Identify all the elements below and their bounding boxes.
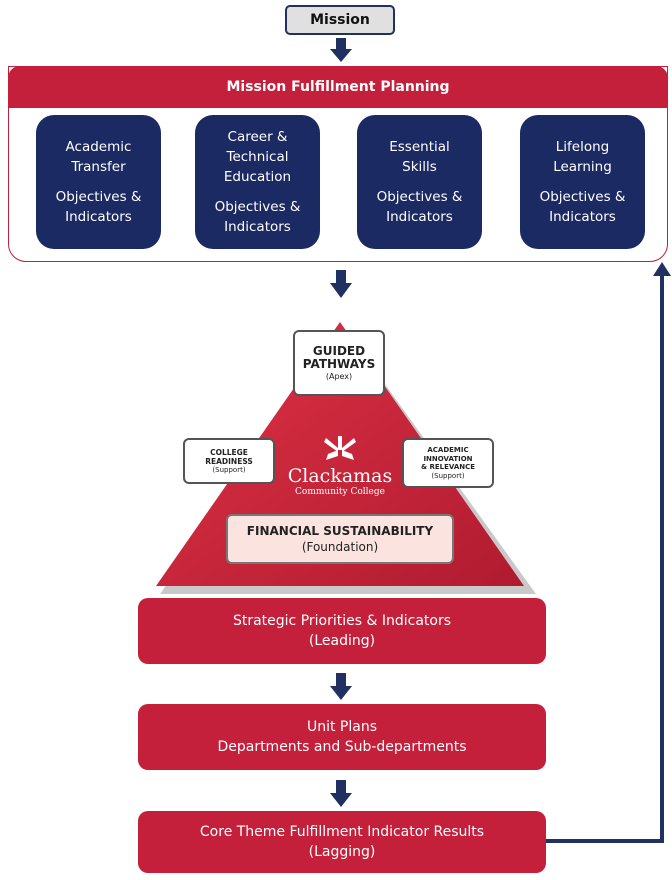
objective-title-line: Education <box>223 169 292 185</box>
college-readiness-sub: (Support) <box>212 465 246 474</box>
financial-sustainability-sub: (Foundation) <box>301 540 379 554</box>
logo-name: Clackamas <box>288 465 393 487</box>
unit-plans-sub: Departments and Sub-departments <box>217 739 467 755</box>
guided-pathways-line1: GUIDED <box>312 343 366 358</box>
mission-fulfillment-header: Mission Fulfillment Planning <box>8 66 668 108</box>
strategic-priorities-sub: (Leading) <box>308 633 376 649</box>
down-arrow-icon <box>330 38 352 62</box>
clackamas-logo-icon <box>324 436 356 460</box>
logo-subtitle: Community College <box>295 487 385 497</box>
core-theme-results-box: Core Theme Fulfillment Indicator Results… <box>138 811 546 873</box>
college-readiness-box: COLLEGE READINESS (Support) <box>183 438 275 484</box>
objective-subtitle-line: Indicators <box>386 209 453 225</box>
objective-title-line: Career & <box>227 129 288 145</box>
strategic-priorities-box: Strategic Priorities & Indicators (Leadi… <box>138 598 546 664</box>
down-arrow-icon <box>330 270 352 298</box>
objective-subtitle-line: Objectives & <box>539 189 626 205</box>
objective-title-line: Academic <box>65 139 132 155</box>
objective-career-technical: Career & Technical Education Objectives … <box>195 115 320 249</box>
mission-box: Mission <box>285 5 395 35</box>
objective-subtitle-line: Indicators <box>65 209 132 225</box>
objective-subtitle-line: Objectives & <box>376 189 463 205</box>
college-readiness-line2: READINESS <box>205 456 253 466</box>
objective-subtitle-line: Indicators <box>224 219 291 235</box>
feedback-loop-arrow <box>546 262 671 843</box>
down-arrow-icon <box>330 673 352 700</box>
guided-pathways-sub: (Apex) <box>325 371 353 381</box>
guided-pathways-box: GUIDED PATHWAYS (Apex) <box>293 330 385 396</box>
objective-title-line: Transfer <box>71 159 126 175</box>
strategic-priorities-title: Strategic Priorities & Indicators <box>232 613 452 629</box>
mission-fulfillment-title: Mission Fulfillment Planning <box>226 79 450 95</box>
college-readiness-line1: COLLEGE <box>210 447 248 457</box>
academic-innovation-box: ACADEMIC INNOVATION & RELEVANCE (Support… <box>402 438 494 488</box>
objective-title-line: Skills <box>402 159 437 175</box>
financial-sustainability-title: FINANCIAL SUSTAINABILITY <box>246 524 434 538</box>
unit-plans-title: Unit Plans <box>306 719 378 735</box>
academic-innovation-line1: ACADEMIC <box>427 446 469 454</box>
core-theme-results-sub: (Lagging) <box>308 844 376 860</box>
academic-innovation-line3: & RELEVANCE <box>420 463 476 471</box>
objective-subtitle-line: Indicators <box>549 209 616 225</box>
down-arrow-icon <box>330 780 352 807</box>
unit-plans-box: Unit Plans Departments and Sub-departmen… <box>138 704 546 770</box>
objective-essential-skills: Essential Skills Objectives & Indicators <box>357 115 482 249</box>
financial-sustainability-box: FINANCIAL SUSTAINABILITY (Foundation) <box>226 514 454 564</box>
guided-pathways-line2: PATHWAYS <box>302 356 376 371</box>
objective-academic-transfer: Academic Transfer Objectives & Indicator… <box>36 115 161 249</box>
objective-subtitle-line: Objectives & <box>214 199 301 215</box>
objective-title-line: Lifelong <box>555 139 610 155</box>
objective-subtitle-line: Objectives & <box>55 189 142 205</box>
academic-innovation-sub: (Support) <box>431 471 465 480</box>
objective-lifelong-learning: Lifelong Learning Objectives & Indicator… <box>520 115 645 249</box>
academic-innovation-line2: INNOVATION <box>423 454 473 463</box>
mission-label: Mission <box>310 12 370 28</box>
objective-title-line: Technical <box>226 149 289 165</box>
objective-title-line: Essential <box>389 139 450 155</box>
objective-title-line: Learning <box>553 159 612 175</box>
core-theme-results-title: Core Theme Fulfillment Indicator Results <box>199 824 485 840</box>
